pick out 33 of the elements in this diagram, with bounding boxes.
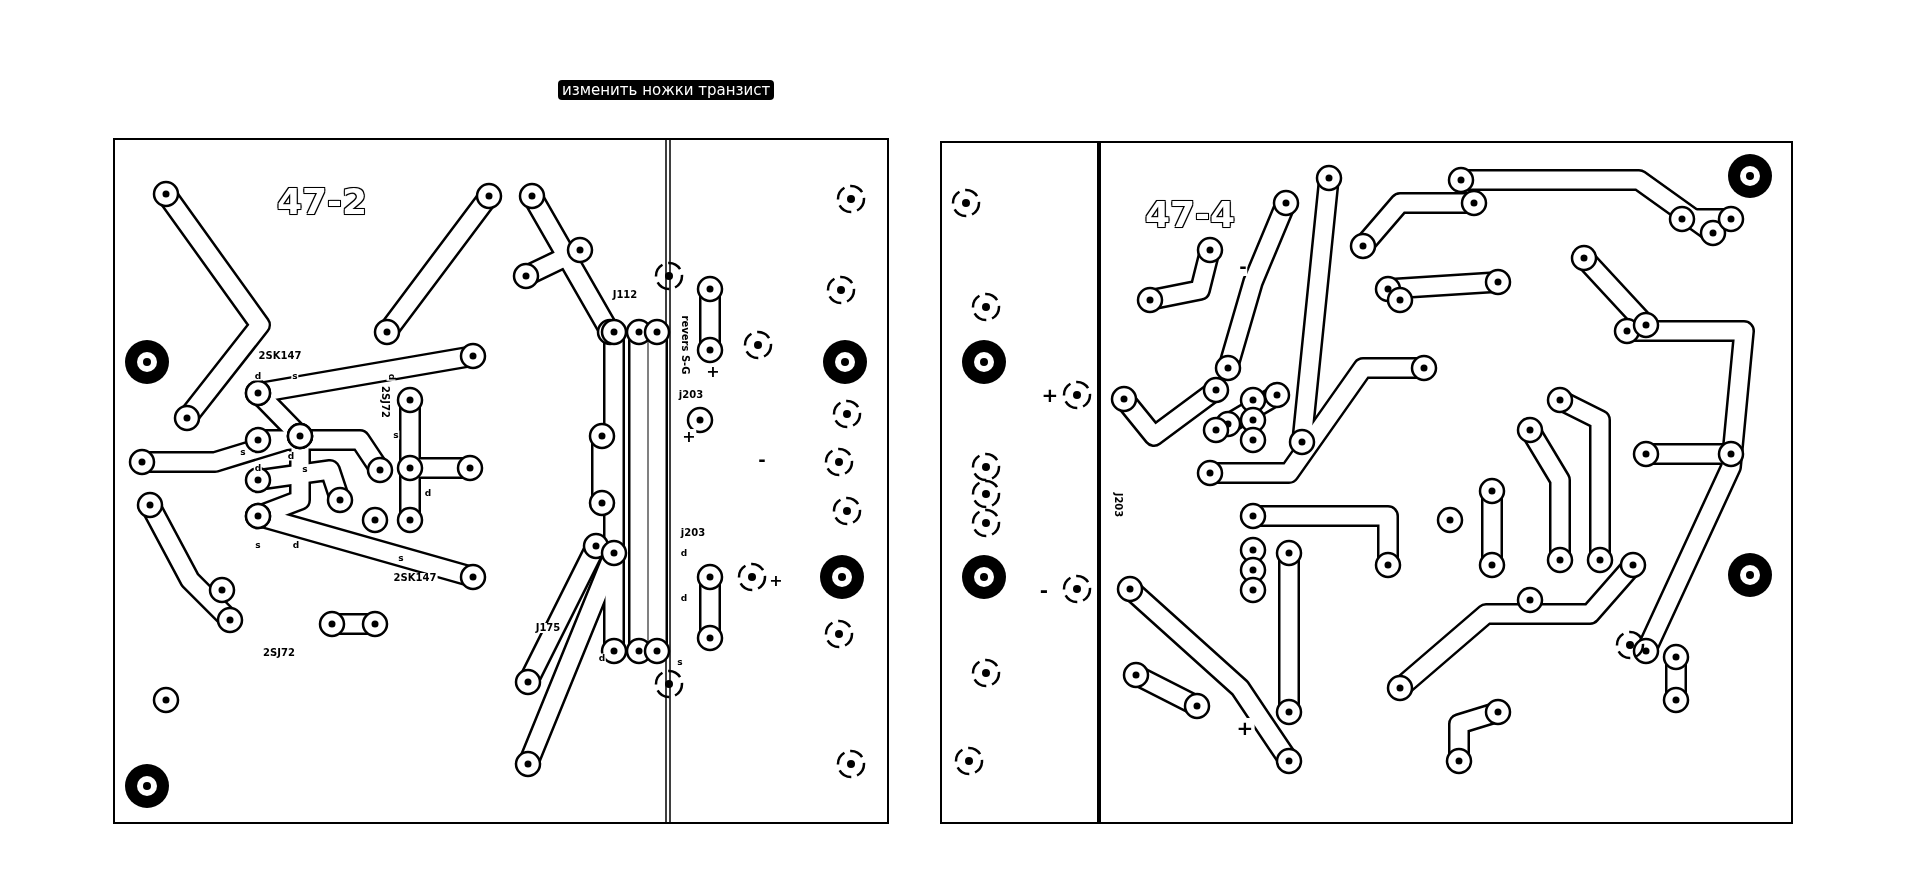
silkscreen-label: d xyxy=(679,548,689,558)
silkscreen-label: s xyxy=(291,371,299,381)
silkscreen-label: J175 xyxy=(534,623,562,633)
silkscreen-label: s xyxy=(397,553,405,563)
board-number: 47-2 xyxy=(276,184,368,220)
silkscreen-label: j203 xyxy=(679,528,707,538)
silkscreen-label: d xyxy=(253,463,263,473)
silkscreen-label: d xyxy=(253,371,263,381)
silkscreen-label: 2SK147 xyxy=(392,573,438,583)
silkscreen-label: + xyxy=(1235,718,1255,738)
silkscreen-label: d xyxy=(386,372,396,382)
silkscreen-label: d xyxy=(597,653,607,663)
silkscreen-label: J112 xyxy=(611,290,639,300)
silkscreen-label: J203 xyxy=(1113,491,1123,519)
silkscreen-label: + xyxy=(705,364,721,380)
silkscreen-label: d xyxy=(679,593,689,603)
silkscreen-label: s xyxy=(392,430,400,440)
silkscreen-label: d xyxy=(286,451,296,461)
silkscreen-label: 2SK147 xyxy=(257,351,303,361)
silkscreen-label: s xyxy=(254,540,262,550)
silkscreen-label: d xyxy=(423,488,433,498)
silkscreen-label: j203 xyxy=(677,390,705,400)
silkscreen-label: 2SJ72 xyxy=(380,385,390,419)
silkscreen-label: s xyxy=(676,657,684,667)
board-number: 47-4 xyxy=(1144,197,1236,233)
silkscreen-label: + xyxy=(768,573,784,589)
title: изменить ножки транзист xyxy=(558,80,775,100)
silkscreen-label: + xyxy=(681,429,697,445)
silkscreen-label: revers S-G xyxy=(680,314,690,376)
silkscreen-label: d xyxy=(291,540,301,550)
silkscreen-label: 2SJ72 xyxy=(262,648,296,658)
silkscreen-label: s xyxy=(301,464,309,474)
silkscreen-label: s xyxy=(239,447,247,457)
